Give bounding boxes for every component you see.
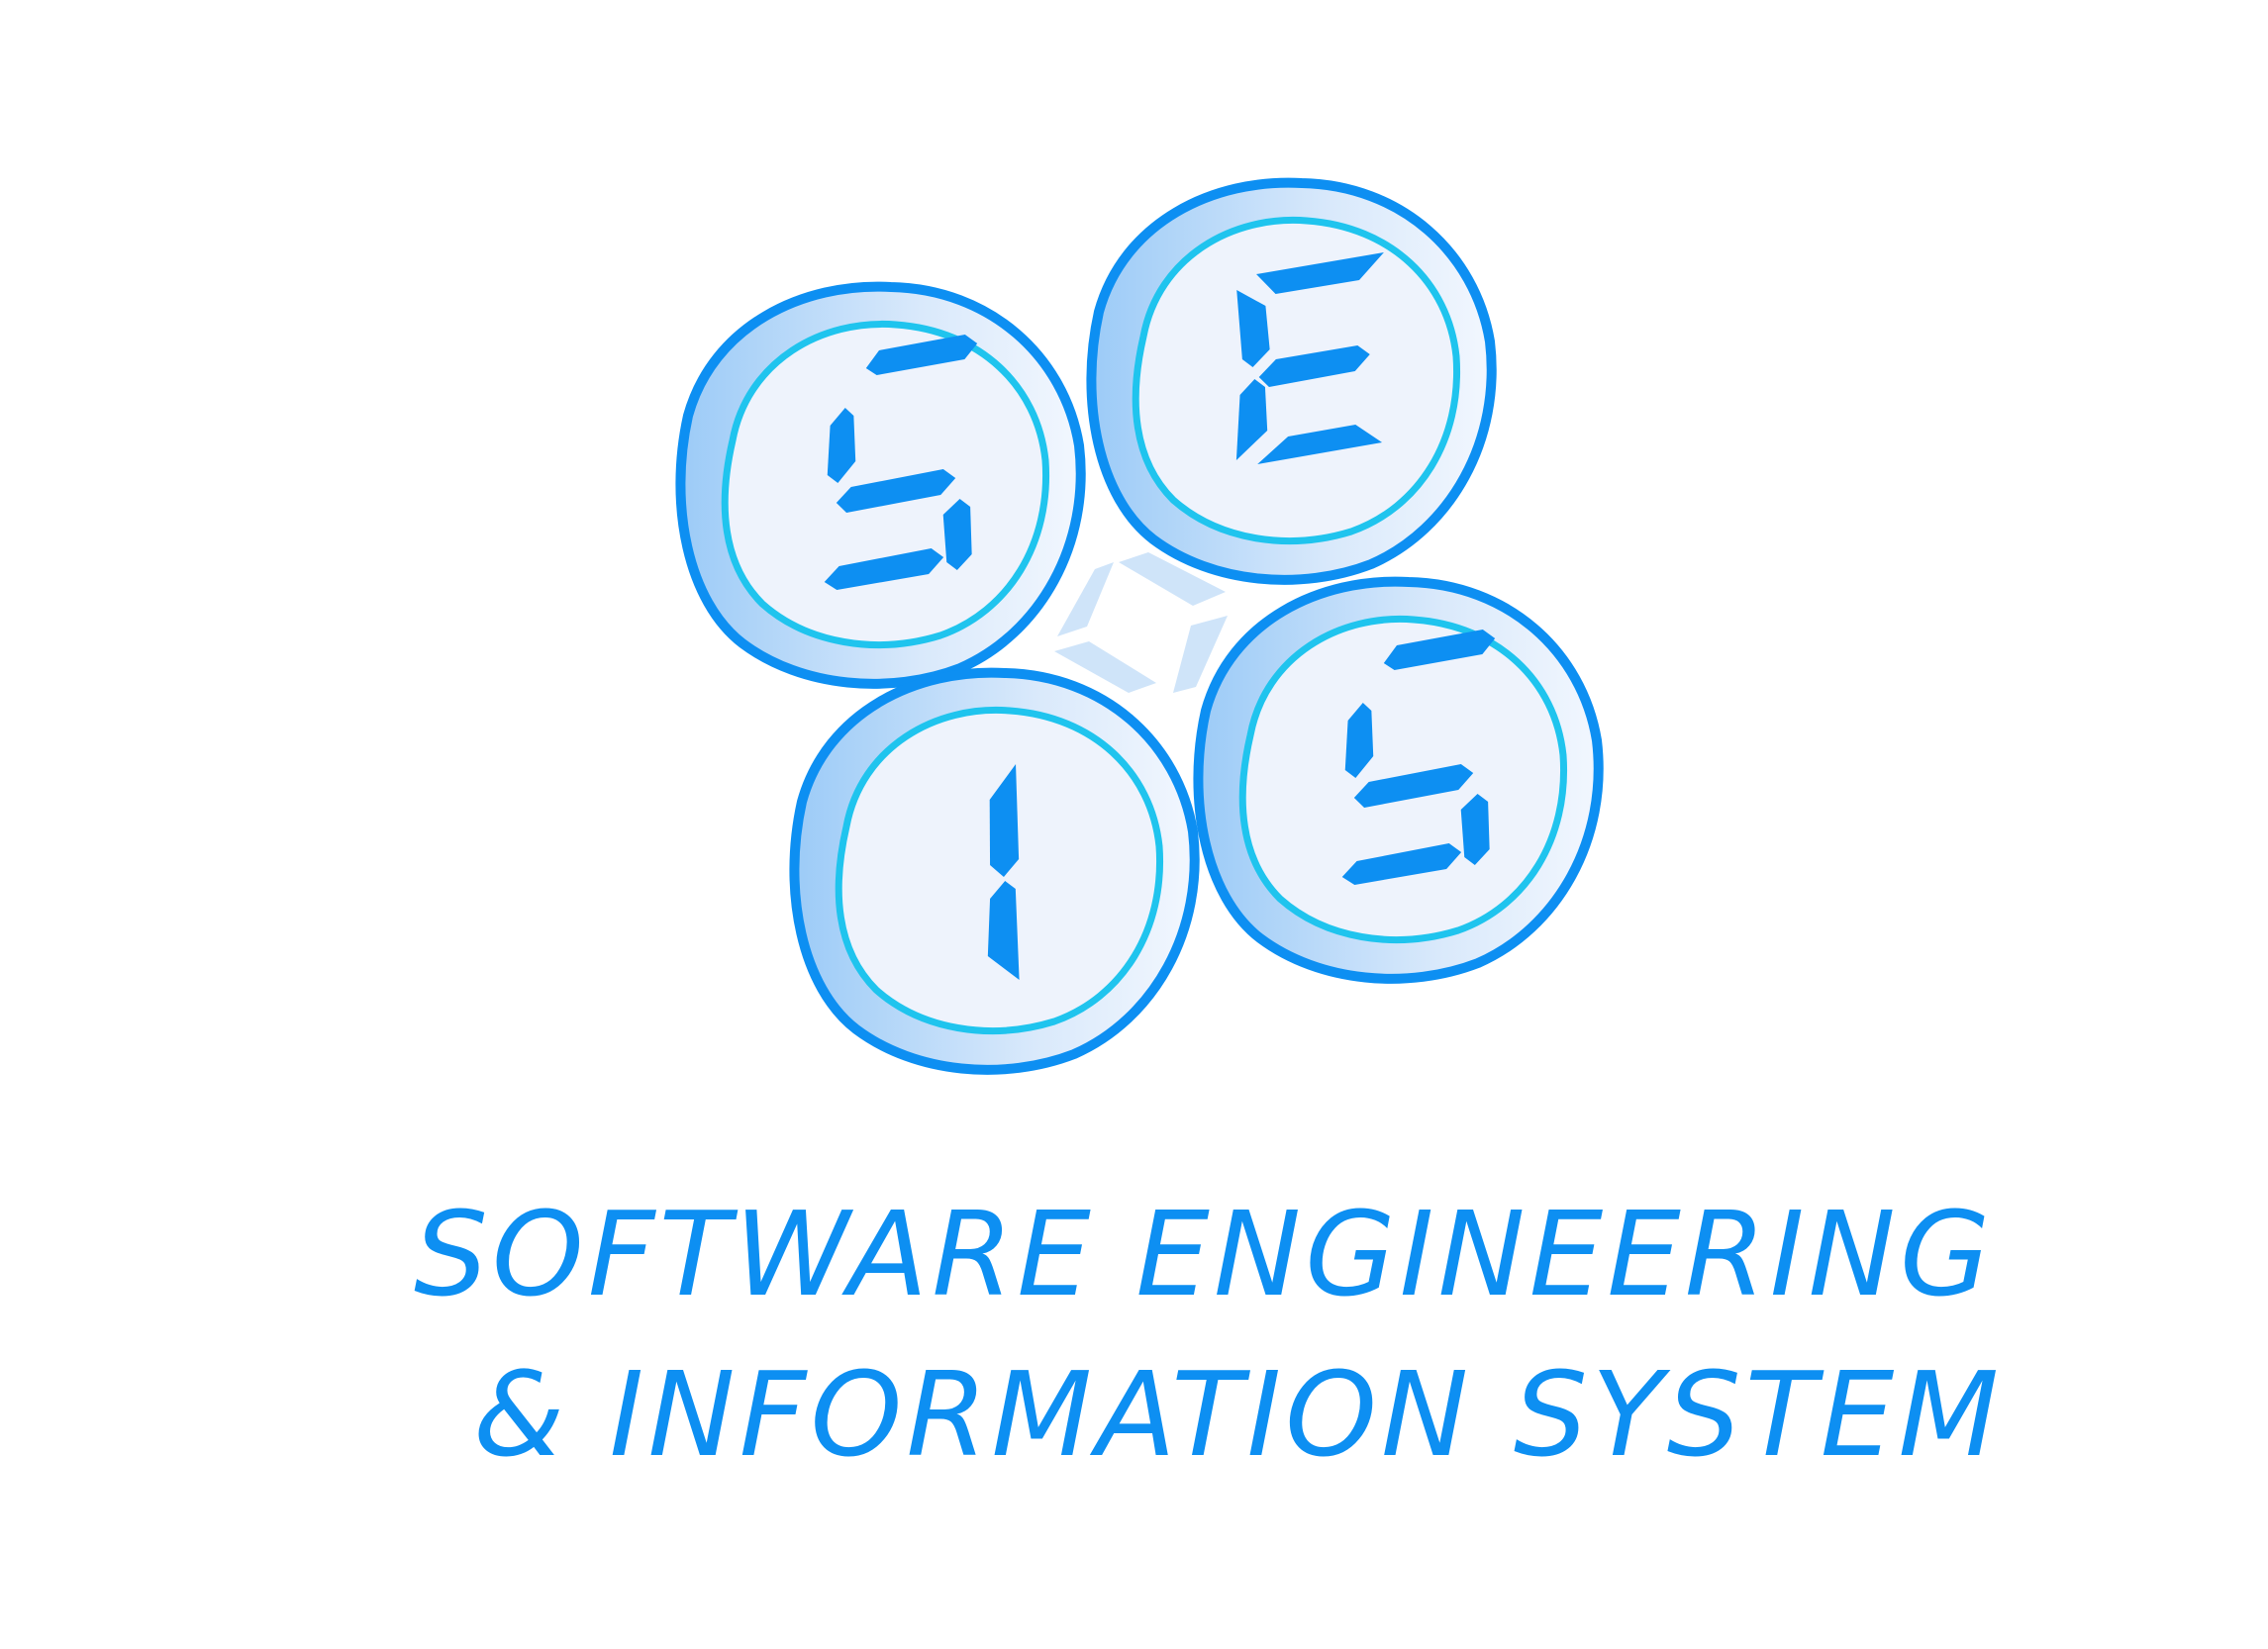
tagline-line-2: & INFORMATION SYSTEM (473, 1346, 2004, 1483)
coin-i (794, 673, 1194, 1070)
coin-s-top (680, 287, 1080, 684)
coin-e (1091, 183, 1491, 580)
center-star-icon (1054, 552, 1228, 693)
coin-s-bottom (1198, 582, 1598, 979)
tagline-line-1: SOFTWARE ENGINEERING (414, 1186, 1995, 1322)
